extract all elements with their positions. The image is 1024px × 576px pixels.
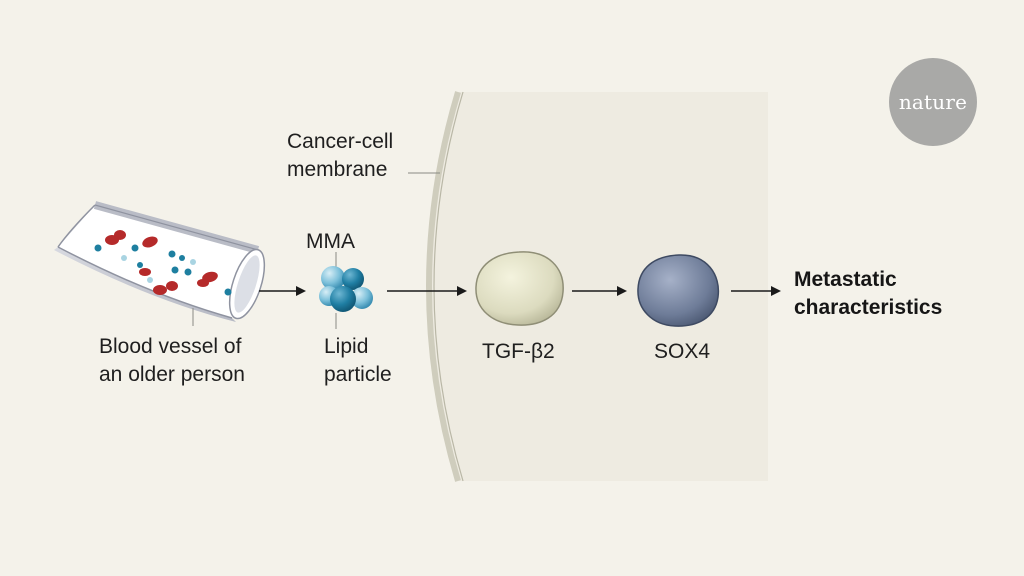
tgf-label: TGF-β2 <box>482 340 555 363</box>
lipid-label-line1: Lipid <box>324 335 369 358</box>
vessel-label-line1: Blood vessel of <box>99 335 242 358</box>
red-blood-cells <box>105 230 218 295</box>
sox-label: SOX4 <box>654 340 711 363</box>
arrow-tgf-to-sox <box>572 286 627 296</box>
arrow-sox-to-outcome <box>731 286 781 296</box>
nature-logo: nature <box>889 58 977 146</box>
membrane-label-line1: Cancer-cell <box>287 130 394 153</box>
outcome-label-line2: characteristics <box>794 296 943 319</box>
blood-vessel-icon <box>54 201 266 326</box>
tgf-beta2-icon <box>475 251 564 326</box>
arrow-lipid-to-tgf <box>387 286 467 296</box>
cancer-cell <box>408 91 768 482</box>
cell-membrane-inner <box>433 91 464 482</box>
lipid-label-line2: particle <box>324 363 392 386</box>
membrane-label-line2: membrane <box>287 158 388 181</box>
light-dots <box>121 255 196 283</box>
sox4-icon <box>637 254 720 327</box>
arrow-vessel-to-lipid <box>259 286 306 296</box>
cell-membrane <box>426 91 461 482</box>
outcome-label-line1: Metastatic <box>794 268 897 291</box>
arrows <box>259 286 781 296</box>
mma-label: MMA <box>306 230 355 253</box>
teal-dots <box>94 244 232 296</box>
lipid-particle-icon <box>319 252 373 329</box>
cell-interior <box>429 92 768 481</box>
vessel-label-line2: an older person <box>99 363 245 386</box>
